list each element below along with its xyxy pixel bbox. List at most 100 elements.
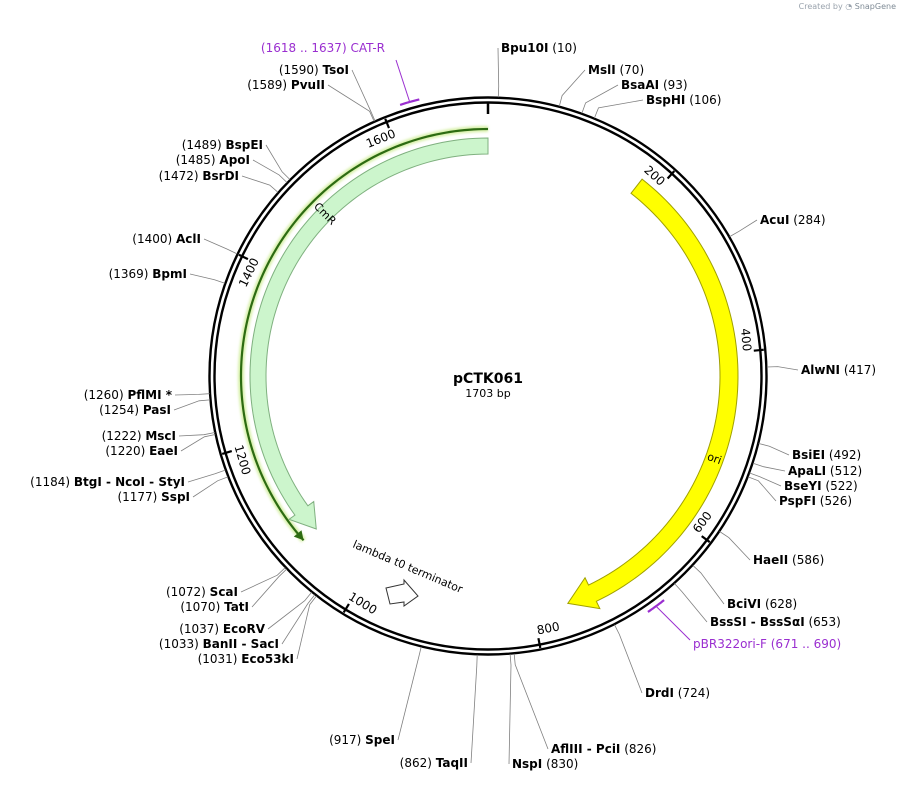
site-label-haeii[interactable]: HaeII (586)	[753, 553, 824, 567]
site-label-scai[interactable]: (1072) ScaI	[166, 585, 238, 599]
site-label-bsiei[interactable]: BsiEI (492)	[792, 448, 861, 462]
site-position: (826)	[620, 742, 656, 756]
site-label-btgi[interactable]: (1184) BtgI - NcoI - StyI	[30, 475, 185, 489]
site-name: EcoRV	[223, 622, 266, 636]
site-label-bseyi[interactable]: BseYI (522)	[784, 479, 858, 493]
site-label-eaei[interactable]: (1220) EaeI	[105, 444, 178, 458]
site-name: BspEI	[225, 138, 263, 152]
site-label-bcivi[interactable]: BciVI (628)	[727, 597, 797, 611]
tick-400	[753, 348, 764, 352]
watermark-brand: SnapGene	[854, 2, 896, 11]
primer-name: pBR322ori-F	[693, 637, 771, 651]
site-leader	[692, 565, 725, 605]
site-leader	[351, 69, 376, 122]
site-leader	[752, 462, 786, 472]
primer-range: (1618 .. 1637)	[261, 41, 351, 55]
feature-cmr[interactable]	[249, 137, 489, 530]
site-position: (93)	[659, 78, 687, 92]
watermark-prefix: Created by	[798, 2, 843, 11]
site-position: (1590)	[279, 63, 323, 77]
site-name: BssSI - BssSαI	[710, 615, 805, 629]
site-label-acui[interactable]: AcuI (284)	[760, 213, 826, 227]
site-label-ecorv[interactable]: (1037) EcoRV	[179, 622, 266, 636]
site-label-bsaai[interactable]: BsaAI (93)	[621, 78, 688, 92]
feature-cmr-strand-line	[239, 127, 489, 542]
site-name: PvuII	[291, 78, 325, 92]
backbone	[208, 96, 768, 656]
site-label-tati[interactable]: (1070) TatI	[180, 600, 249, 614]
site-name: HaeII	[753, 553, 788, 567]
site-label-taqii[interactable]: (862) TaqII	[400, 756, 468, 770]
site-leader	[758, 443, 790, 456]
site-position: (653)	[805, 615, 841, 629]
site-label-bpu10i[interactable]: Bpu10I (10)	[501, 41, 577, 55]
tick-1400	[238, 253, 249, 261]
site-position: (1037)	[179, 622, 223, 636]
site-label-pspfi[interactable]: PspFI (526)	[779, 494, 852, 508]
tick-label-800: 800	[536, 619, 561, 637]
site-position: (586)	[788, 553, 824, 567]
site-label-spei[interactable]: (917) SpeI	[329, 733, 395, 747]
site-leader	[397, 646, 422, 741]
site-name: TaqII	[436, 756, 468, 770]
site-label-drdi[interactable]: DrdI (724)	[645, 686, 710, 700]
site-label-nspi[interactable]: NspI (830)	[512, 757, 578, 771]
site-position: (1177)	[117, 490, 161, 504]
site-name: ScaI	[210, 585, 238, 599]
site-label-pflmi[interactable]: (1260) PflMI *	[84, 388, 173, 402]
site-label-afliii[interactable]: AflIII - PciI (826)	[551, 742, 657, 756]
feature-cmr-strand-arrow-icon	[293, 530, 304, 541]
feature-lambda-t0-terminator[interactable]	[385, 578, 419, 607]
site-label-msli[interactable]: MslI (70)	[588, 63, 644, 77]
site-leader	[513, 653, 549, 750]
tick-600	[701, 535, 711, 543]
site-label-acli[interactable]: (1400) AclI	[132, 232, 201, 246]
site-label-banii[interactable]: (1033) BanII - SacI	[159, 637, 279, 651]
site-position: (830)	[542, 757, 578, 771]
backbone-outer-ring	[208, 96, 768, 656]
site-leader	[766, 366, 799, 371]
tick-1000	[342, 603, 350, 614]
site-name: Bpu10I	[501, 41, 548, 55]
site-label-bspei[interactable]: (1489) BspEI	[182, 138, 263, 152]
site-position: (1589)	[247, 78, 291, 92]
site-name: AclI	[176, 232, 201, 246]
feature-ori[interactable]	[566, 178, 739, 610]
site-position: (512)	[826, 464, 862, 478]
site-label-apoi[interactable]: (1485) ApoI	[176, 153, 250, 167]
site-position: (1260)	[84, 388, 128, 402]
site-position: (862)	[400, 756, 436, 770]
site-name: BsaAI	[621, 78, 659, 92]
primer-pBR322ori-F[interactable]	[647, 599, 665, 613]
plasmid-name: pCTK061	[453, 371, 523, 387]
site-label-eco53ki[interactable]: (1031) Eco53kI	[198, 652, 294, 666]
site-leader	[729, 219, 758, 237]
site-position: (526)	[816, 494, 852, 508]
site-position: (1472)	[159, 169, 203, 183]
site-label-tsoi[interactable]: (1590) TsoI	[279, 63, 349, 77]
site-label-bpmi[interactable]: (1369) BpmI	[109, 267, 187, 281]
site-name: BanII - SacI	[203, 637, 279, 651]
site-label-alwni[interactable]: AlwNI (417)	[801, 363, 876, 377]
site-label-pasi[interactable]: (1254) PasI	[99, 403, 171, 417]
map-center: pCTK061 1703 bp	[453, 371, 523, 400]
site-name: BseYI	[784, 479, 822, 493]
site-label-sspi[interactable]: (1177) SspI	[117, 490, 190, 504]
primer-CAT-R[interactable]	[399, 98, 420, 106]
site-label-apali[interactable]: ApaLI (512)	[788, 464, 862, 478]
site-leader	[470, 654, 478, 764]
site-leader	[749, 472, 782, 487]
site-label-bsphi[interactable]: BspHI (106)	[646, 93, 721, 107]
site-position: (1485)	[176, 153, 220, 167]
site-label-msci[interactable]: (1222) MscI	[102, 429, 176, 443]
site-label-bsssi[interactable]: BssSI - BssSαI (653)	[710, 615, 841, 629]
site-leader	[594, 99, 644, 119]
primer-name: CAT-R	[350, 41, 385, 55]
site-name: ApoI	[219, 153, 250, 167]
site-label-pvuii[interactable]: (1589) PvuII	[247, 78, 325, 92]
site-position: (1033)	[159, 637, 203, 651]
site-label-bsrdi[interactable]: (1472) BsrDI	[159, 169, 239, 183]
site-leader	[173, 399, 211, 411]
